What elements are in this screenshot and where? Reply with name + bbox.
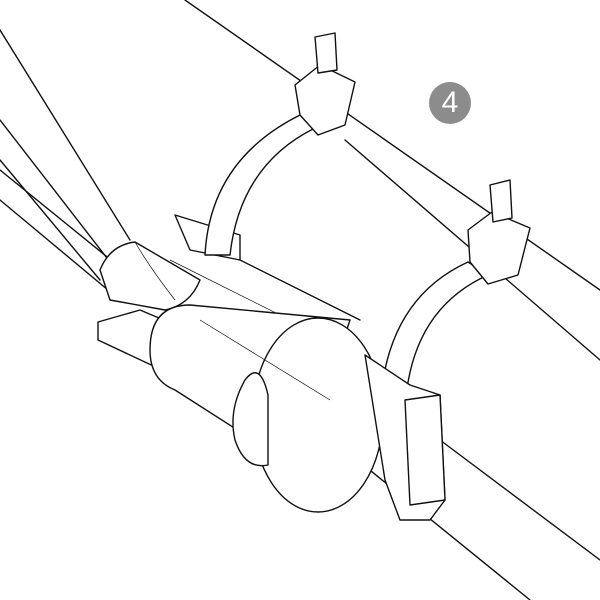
cable-saddle [99,241,201,311]
step-number-badge: 4 [429,82,471,124]
cable-tie-left [204,32,356,256]
cable-tie-right [364,179,531,521]
clamp-cylinder [149,304,384,513]
